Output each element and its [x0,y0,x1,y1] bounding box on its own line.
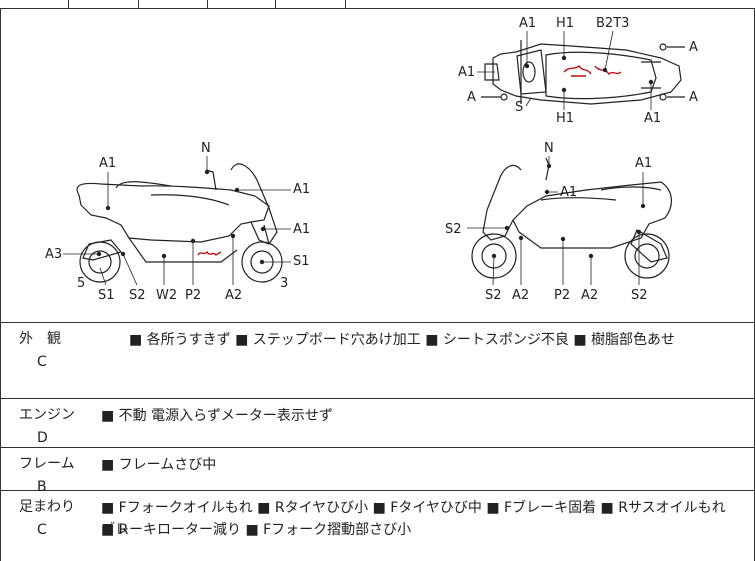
label-A2: A2 [581,288,598,303]
label-H1: H1 [556,111,574,126]
label-A1: A1 [635,156,652,171]
label-A1: A1 [644,111,661,126]
label-A2: A2 [512,288,529,303]
right-side-leaders [467,156,646,286]
section-label: 外 観 C [19,329,79,373]
top-view-scooter [481,40,685,105]
top-view-labels: A1 H1 B2T3 A A1 A S H1 A1 A [458,16,698,126]
label-S2: S2 [129,288,146,303]
label-S2: S2 [445,222,462,237]
section-grade: B [37,479,47,495]
right-side-labels: N A1 A1 S2 S2 A2 P2 A2 S2 [445,141,652,303]
section-grade: C [37,354,47,370]
section-grade: D [37,430,48,446]
section-notes: ■ Fフォークオイルもれ ■ Rタイヤひび小 ■ Fタイヤひび中 ■ Fブレーキ… [101,500,726,538]
left-side-leaders [63,156,291,286]
section-grade: C [37,522,47,538]
label-H1: H1 [556,16,574,31]
section-suspension: 足まわり C ■ Fフォークオイルもれ ■ Rタイヤひび小 ■ Fタイヤひび中 … [0,491,755,561]
label-P2: P2 [554,288,570,303]
label-A1: A1 [519,16,536,31]
section-engine: エンジン D ■ 不動 電源入らずメーター表示せず [0,399,755,448]
header-cell [275,0,346,8]
label-S2: S2 [631,288,648,303]
top-view-damage-marks [563,64,622,77]
left-side-labels: N A1 A1 A1 A3 S1 5 3 S1 S2 W2 P2 A2 [45,141,310,303]
left-side-damage-marks [197,250,222,256]
label-A1: A1 [458,65,475,80]
label-A3: A3 [45,247,62,262]
right-side-scooter [471,157,672,279]
section-label: フレーム B [19,454,79,498]
left-side-scooter [76,163,283,283]
label-A2: A2 [225,288,242,303]
label-B2T3: B2T3 [596,16,629,31]
label-A1: A1 [293,222,310,237]
label-W2: W2 [156,288,177,303]
label-P2: P2 [185,288,201,303]
section-name: エンジン [19,407,75,423]
label-S2: S2 [485,288,502,303]
top-view-leaders [477,30,654,110]
label-S: S [515,100,523,115]
section-notes-continued: ブレーキローター減り ■ Fフォーク摺動部さび小 [101,522,412,538]
section-name: 外 観 [19,331,61,347]
label-3: 3 [280,276,288,291]
label-S1: S1 [98,288,115,303]
header-cell [0,0,69,8]
header-cell [68,0,139,8]
section-exterior: 外 観 C ■ 各所うすきず ■ ステップボード穴あけ加工 ■ シートスポンジ不… [0,323,755,399]
header-row [0,0,755,9]
label-A1: A1 [99,156,116,171]
section-notes: ■ フレームさび中 [101,457,217,473]
section-name: 足まわり [19,499,75,515]
section-notes: ■ 各所うすきず ■ ステップボード穴あけ加工 ■ シートスポンジ不良 ■ 樹脂… [129,332,676,348]
label-5: 5 [77,276,85,291]
section-label: エンジン D [19,405,79,449]
section-label: 足まわり C [19,497,79,541]
section-frame: フレーム B ■ フレームさび中 [0,448,755,495]
label-N: N [544,141,554,156]
section-name: フレーム [19,456,75,472]
header-cell [138,0,208,8]
label-A: A [467,90,476,105]
damage-diagram: A1 H1 B2T3 A A1 A S H1 A1 A [0,8,755,323]
section-notes: ■ 不動 電源入らずメーター表示せず [101,408,333,424]
label-A1: A1 [293,182,310,197]
label-S1: S1 [293,254,310,269]
label-A: A [689,90,698,105]
header-cell [207,0,276,8]
label-A1: A1 [560,185,577,200]
label-N: N [201,141,211,156]
label-A: A [689,40,698,55]
